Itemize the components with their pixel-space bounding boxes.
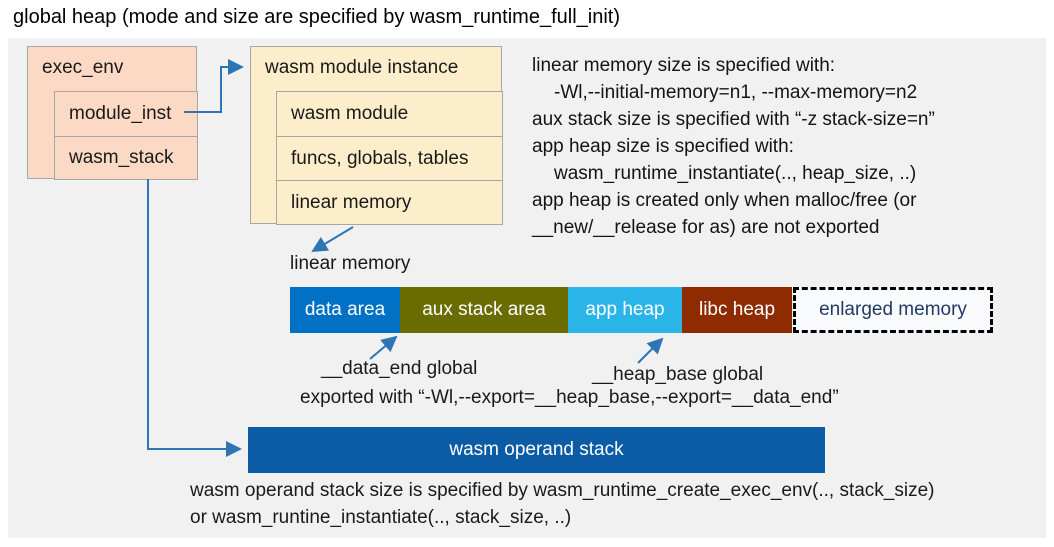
note-line: -Wl,--initial-memory=n1, --max-memory=n2 [554,82,918,103]
enlarged-memory-box: enlarged memory [793,287,993,333]
module-inst-label: module_inst [69,103,172,124]
note-line: aux stack size is specified with “-z sta… [532,109,935,130]
funcs-globals-tables-label: funcs, globals, tables [291,147,469,169]
exec-env-row-wasm-stack: wasm_stack [54,136,198,180]
linear-memory-row-label: linear memory [291,191,412,213]
wasm-module-instance-box: wasm module instance wasm module funcs, … [250,46,503,225]
note-line: app heap is created only when malloc/fre… [532,190,917,211]
exec-env-row-module-inst: module_inst [54,91,198,137]
exec-env-title: exec_env [42,57,124,78]
heap-base-global-label: __heap_base global [592,364,764,385]
operand-stack-note-line1: wasm operand stack size is specified by … [190,480,935,501]
note-line: __new/__release for as) are not exported [532,217,880,238]
funcs-globals-tables-row: funcs, globals, tables [276,136,503,181]
exported-with-label: exported with “-Wl,--export=__heap_base,… [300,387,839,408]
segment-libc-heap-label: libc heap [698,299,776,320]
segment-data-area-label: data area [304,299,386,320]
enlarged-memory-label: enlarged memory [819,299,967,320]
segment-app-heap: app heap [568,287,682,333]
wasm-operand-stack-bar: wasm operand stack [248,427,825,473]
linear-memory-row: linear memory [276,180,503,225]
diagram-title: global heap (mode and size are specified… [13,6,620,28]
wasm-stack-label: wasm_stack [69,147,174,168]
size-notes-block: linear memory size is specified with: -W… [532,52,1047,241]
exec-env-box: exec_env module_inst wasm_stack [27,46,198,180]
wasm-operand-stack-label: wasm operand stack [449,439,624,460]
operand-stack-note-line2: or wasm_runtine_instantiate(.., stack_si… [190,507,572,528]
wasm-module-instance-title: wasm module instance [265,57,459,78]
segment-aux-stack-label: aux stack area [422,299,546,320]
segment-libc-heap: libc heap [682,287,792,333]
segment-aux-stack-area: aux stack area [400,287,568,333]
segment-data-area: data area [290,287,400,333]
wasm-module-row: wasm module [276,91,503,137]
wasm-module-label: wasm module [291,103,409,124]
data-end-global-label: __data_end global [321,358,478,379]
segment-app-heap-label: app heap [585,299,665,320]
linear-memory-label: linear memory [290,253,411,274]
note-line: linear memory size is specified with: [532,55,836,76]
note-line: wasm_runtime_instantiate(.., heap_size, … [554,163,917,184]
note-line: app heap size is specified with: [532,136,794,157]
